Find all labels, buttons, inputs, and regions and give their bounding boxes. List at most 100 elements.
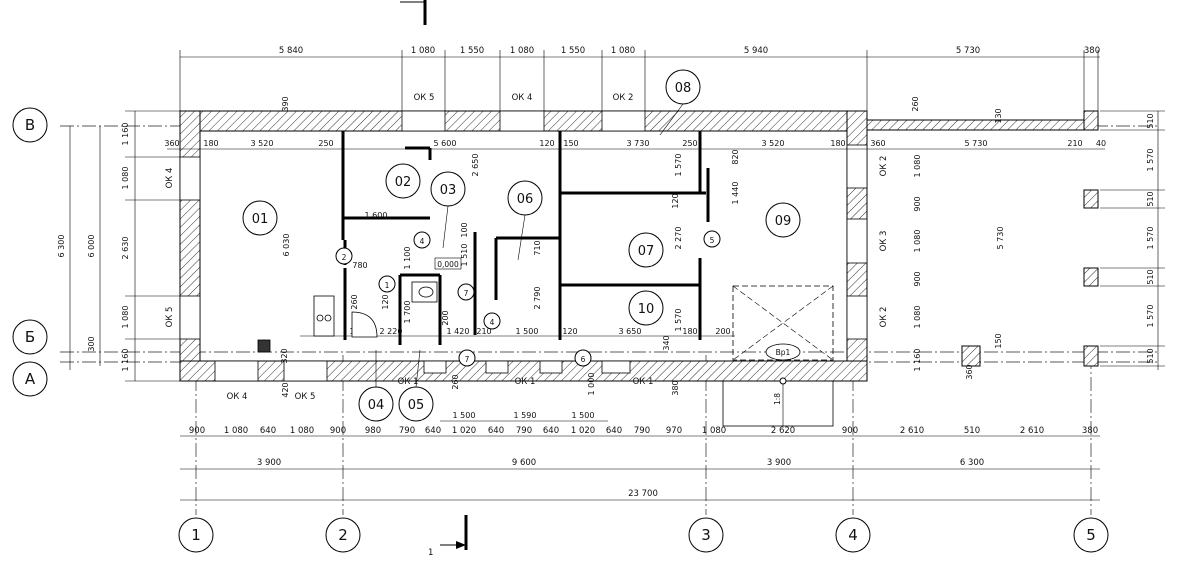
svg-text:1 570: 1 570 <box>1146 305 1155 328</box>
interior-top-dims: 360 180 3 520 250 5 600 120 150 3 730 25… <box>164 139 1106 270</box>
svg-text:1 080: 1 080 <box>224 426 248 436</box>
room-03: 03 <box>430 171 466 207</box>
svg-text:5 730: 5 730 <box>965 139 988 148</box>
axis-bubble-1: 1 <box>178 517 214 553</box>
svg-text:4: 4 <box>490 318 495 327</box>
svg-text:1 500: 1 500 <box>572 411 595 420</box>
svg-text:1 080: 1 080 <box>611 46 635 56</box>
svg-text:7: 7 <box>464 289 469 298</box>
svg-text:380: 380 <box>671 380 680 395</box>
room-04: 04 <box>358 386 394 422</box>
axis-bubble-4: 4 <box>835 517 871 553</box>
room-09: 09 <box>765 202 801 238</box>
svg-text:1 510: 1 510 <box>460 244 469 267</box>
svg-text:970: 970 <box>666 426 682 436</box>
svg-text:5 730: 5 730 <box>956 46 980 56</box>
window-labels: ОК 5 ОК 4 ОК 2 ОК 4 ОК 5 ОК 2 ОК 3 ОК 2 … <box>165 93 889 402</box>
room-10: 10 <box>628 290 664 326</box>
window-openings <box>179 110 868 382</box>
svg-text:640: 640 <box>488 426 504 436</box>
svg-text:1: 1 <box>191 526 201 544</box>
room-05: 05 <box>398 386 434 422</box>
svg-text:ОК 2: ОК 2 <box>879 307 889 328</box>
svg-text:3 730: 3 730 <box>627 139 650 148</box>
svg-text:340: 340 <box>662 335 671 350</box>
svg-text:5 940: 5 940 <box>744 46 768 56</box>
door-mark-5: 5 <box>703 230 721 248</box>
svg-text:900: 900 <box>189 426 205 436</box>
svg-text:ОК 3: ОК 3 <box>879 231 889 252</box>
axis-bubble-3: 3 <box>688 517 724 553</box>
svg-text:6 300: 6 300 <box>57 235 66 258</box>
svg-text:360: 360 <box>870 139 885 148</box>
svg-text:900: 900 <box>330 426 346 436</box>
svg-text:100: 100 <box>460 222 469 237</box>
svg-text:380: 380 <box>1082 426 1098 436</box>
svg-text:1 080: 1 080 <box>913 306 922 329</box>
svg-text:1 100: 1 100 <box>403 247 412 270</box>
top-dimension-values: 5 840 1 080 1 550 1 080 1 550 1 080 5 94… <box>279 46 1100 56</box>
svg-text:1 500: 1 500 <box>453 411 476 420</box>
svg-text:640: 640 <box>260 426 276 436</box>
svg-text:1 160: 1 160 <box>121 349 130 372</box>
svg-text:2 220: 2 220 <box>380 327 403 336</box>
svg-text:180: 180 <box>203 139 218 148</box>
svg-text:1 080: 1 080 <box>702 426 726 436</box>
svg-text:150: 150 <box>563 139 578 148</box>
svg-text:3 520: 3 520 <box>251 139 274 148</box>
svg-text:ОК 4: ОК 4 <box>227 392 248 402</box>
svg-text:2 650: 2 650 <box>471 154 480 177</box>
svg-text:1 000: 1 000 <box>587 373 596 396</box>
svg-text:1 080: 1 080 <box>913 155 922 178</box>
svg-text:360: 360 <box>164 139 179 148</box>
svg-text:5 730: 5 730 <box>996 227 1005 250</box>
bottom-total-dim: 23 700 <box>628 489 658 499</box>
svg-text:710: 710 <box>533 240 542 255</box>
svg-text:250: 250 <box>318 139 333 148</box>
svg-text:1 080: 1 080 <box>121 167 130 190</box>
svg-text:ОК 4: ОК 4 <box>165 168 175 189</box>
room-08: 08 <box>665 69 701 105</box>
svg-text:6 300: 6 300 <box>960 458 984 468</box>
svg-text:260: 260 <box>451 374 460 389</box>
svg-text:790: 790 <box>516 426 532 436</box>
svg-text:1 080: 1 080 <box>290 426 314 436</box>
svg-text:4: 4 <box>420 237 425 246</box>
svg-text:1: 1 <box>385 281 390 290</box>
level-mark: 0,000 <box>437 260 459 269</box>
svg-text:120: 120 <box>539 139 554 148</box>
svg-text:200: 200 <box>715 327 730 336</box>
left-dimension-lines <box>69 110 180 382</box>
svg-text:5: 5 <box>710 236 715 245</box>
section-cut-bottom: 1 <box>428 515 468 558</box>
interior-walls <box>341 131 710 345</box>
svg-text:2 610: 2 610 <box>900 426 924 436</box>
svg-text:06: 06 <box>517 192 534 207</box>
door-mark-2: 2 <box>335 247 353 265</box>
step-dims: 1 500 1 590 1 500 <box>453 411 595 420</box>
svg-text:1 570: 1 570 <box>674 309 683 332</box>
right-dimension-values: 510 1 570 510 1 570 510 1 570 510 <box>1146 113 1155 363</box>
svg-text:980: 980 <box>365 426 381 436</box>
svg-text:180: 180 <box>830 139 845 148</box>
svg-text:1 590: 1 590 <box>514 411 537 420</box>
svg-text:640: 640 <box>543 426 559 436</box>
svg-text:3: 3 <box>701 526 711 544</box>
svg-text:1 020: 1 020 <box>452 426 476 436</box>
svg-text:260: 260 <box>350 294 359 309</box>
svg-text:2: 2 <box>338 526 348 544</box>
svg-text:В: В <box>25 116 35 134</box>
door-mark-4a: 4 <box>413 231 431 249</box>
svg-text:420: 420 <box>281 382 290 397</box>
svg-text:05: 05 <box>408 398 425 413</box>
svg-text:1 500: 1 500 <box>516 327 539 336</box>
svg-text:510: 510 <box>1146 113 1155 128</box>
svg-text:1 420: 1 420 <box>447 327 470 336</box>
axis-bubble-v: В <box>12 107 48 143</box>
svg-text:1 700: 1 700 <box>403 301 412 324</box>
section-label: 1 <box>428 548 433 558</box>
svg-text:3 650: 3 650 <box>619 327 642 336</box>
grid-lines <box>60 125 1160 515</box>
svg-text:ОК 5: ОК 5 <box>414 93 435 103</box>
svg-text:150: 150 <box>994 333 1003 348</box>
